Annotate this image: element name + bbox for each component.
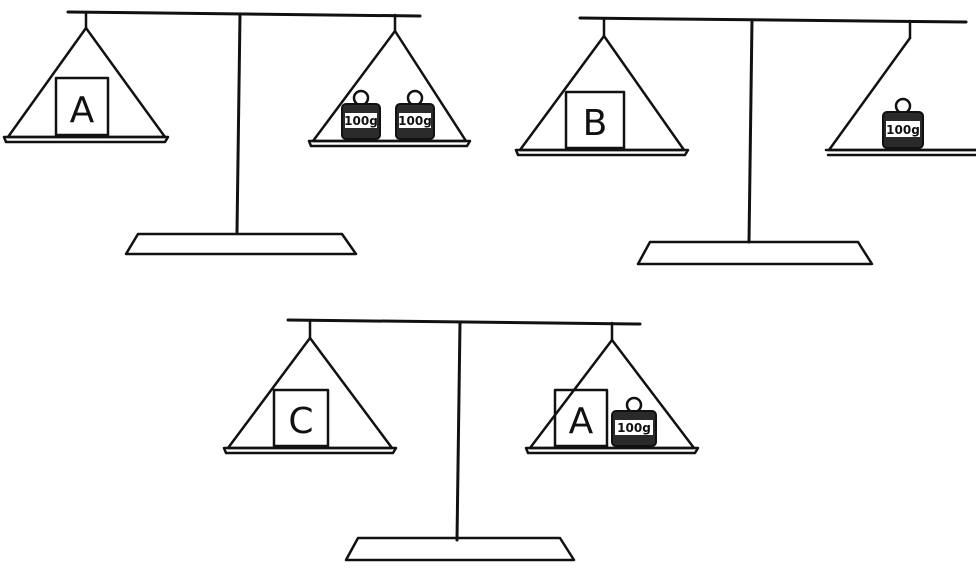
scale-3-post [457, 322, 460, 540]
scale-1-base [126, 234, 356, 254]
weight-label: 100g [617, 421, 651, 435]
scale-2-left-pan: B [516, 19, 688, 155]
box-a: A [555, 390, 607, 446]
balance-scale-2: B 100g [516, 18, 976, 264]
scale-1-post [237, 14, 240, 232]
balance-scale-3: C A 100g [224, 320, 698, 560]
scale-2-right-pan: 100g [826, 21, 976, 155]
box-b: B [566, 92, 624, 148]
weight-100g: 100g [342, 91, 380, 139]
scale-3-beam [288, 320, 640, 324]
weight-label: 100g [886, 123, 920, 137]
scale-1-right-pan: 100g 100g [309, 15, 470, 146]
box-c-label: C [288, 401, 313, 442]
weight-label: 100g [344, 114, 378, 128]
scale-2-base [638, 242, 872, 264]
weight-100g: 100g [612, 398, 656, 446]
box-a: A [56, 78, 108, 135]
box-b-label: B [583, 103, 608, 144]
scale-2-beam [580, 18, 966, 22]
scale-2-post [749, 20, 752, 242]
scale-3-right-pan: A 100g [526, 323, 698, 453]
scale-3-left-pan: C [224, 321, 396, 453]
balance-scale-1: A 100g 100g [4, 12, 470, 254]
box-a-label: A [70, 90, 95, 131]
weight-label: 100g [398, 114, 432, 128]
scale-1-left-pan: A [4, 13, 168, 142]
scale-3-base [346, 538, 574, 560]
weight-100g: 100g [396, 91, 434, 139]
scale-1-beam [68, 12, 420, 16]
weight-100g: 100g [883, 99, 923, 148]
box-c: C [274, 390, 328, 446]
box-a-label: A [569, 401, 594, 442]
